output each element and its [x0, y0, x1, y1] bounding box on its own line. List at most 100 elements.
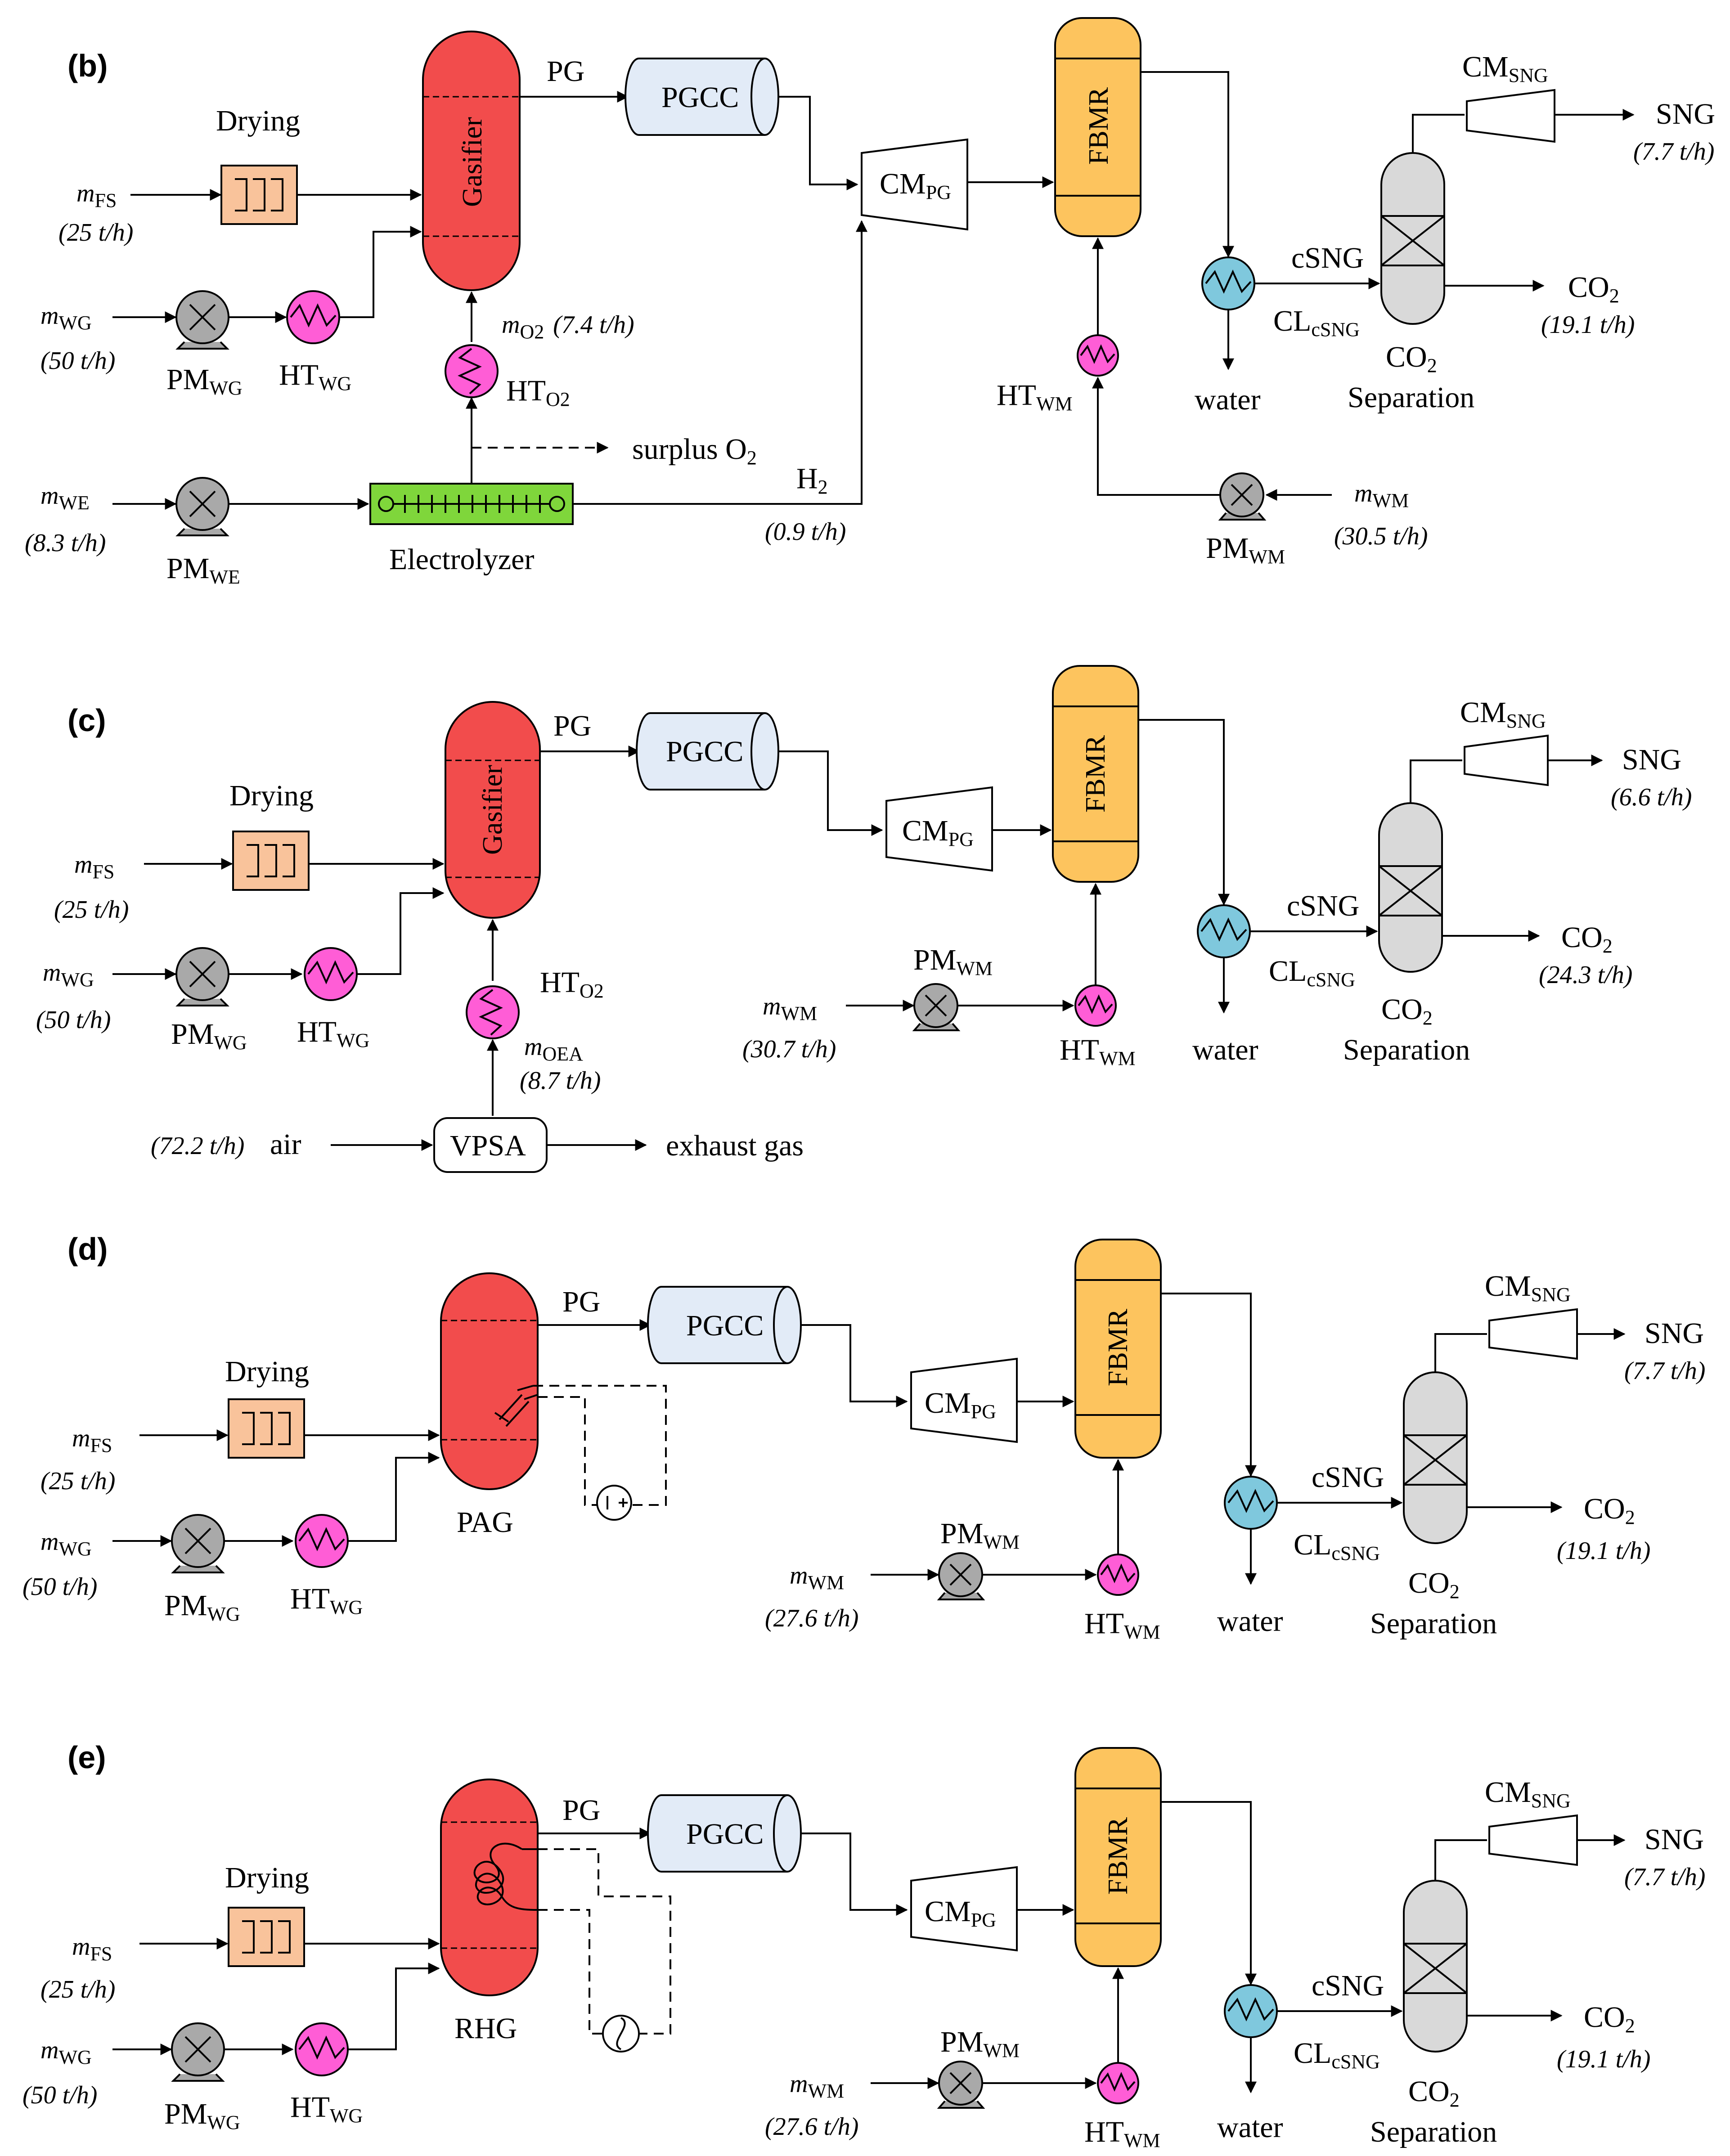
e-drying-unit	[228, 1907, 305, 1967]
d-ht-wm-label: HTWM	[1084, 1607, 1160, 1643]
d-co2-flow: (19.1 t/h)	[1557, 1537, 1650, 1565]
c-m-wm-label: mWM	[763, 993, 817, 1024]
e-pg-label: PG	[562, 1794, 600, 1827]
b-pgcc-label: PGCC	[661, 81, 739, 114]
e-pump-wm	[937, 2061, 985, 2109]
d-power-source-icon	[596, 1485, 632, 1521]
c-air-flow: (72.2 t/h)	[151, 1132, 244, 1160]
c-m-oea-flow: (8.7 t/h)	[520, 1067, 601, 1095]
e-ac-power-source-icon	[602, 2015, 640, 2053]
e-compressor-sng	[1488, 1814, 1578, 1866]
b-drying-label: Drying	[216, 104, 300, 137]
b-pm-we-label: PMWE	[166, 552, 240, 588]
d-pm-wm-label: PMWM	[940, 1517, 1020, 1553]
c-m-wg-label: mWG	[43, 959, 94, 991]
d-pg-label: PG	[562, 1285, 600, 1318]
e-fbmr-label: FBMR	[1103, 1817, 1133, 1895]
c-sep-label-1: CO2	[1381, 993, 1433, 1029]
c-exhaust-label: exhaust gas	[666, 1129, 804, 1162]
b-sep-label-1: CO2	[1386, 341, 1437, 377]
b-sng-flow: (7.7 t/h)	[1633, 138, 1714, 166]
b-water-label: water	[1195, 383, 1261, 416]
b-pgcc	[625, 58, 779, 136]
e-m-fs-flow: (25 t/h)	[40, 1976, 115, 2003]
e-pgcc-label: PGCC	[686, 1818, 764, 1851]
d-pgcc-label: PGCC	[686, 1309, 764, 1342]
panel-d: (d) Drying mFS (25 t/h) mWG (50 t/h) PMW…	[22, 1231, 1705, 1643]
c-pm-wm-label: PMWM	[913, 943, 993, 979]
c-heater-wm	[1074, 984, 1117, 1027]
d-co2-separation-column	[1403, 1371, 1468, 1544]
c-cooler	[1197, 904, 1251, 958]
e-csng-label: cSNG	[1312, 1969, 1384, 2002]
d-m-wm-flow: (27.6 t/h)	[765, 1604, 858, 1632]
panel-c-label: (c)	[67, 703, 106, 738]
c-pm-wg-label: PMWG	[171, 1018, 247, 1054]
e-pm-wg-label: PMWG	[164, 2098, 240, 2134]
b-csng-label: cSNG	[1291, 242, 1364, 274]
d-cl-label: CLcSNG	[1294, 1528, 1380, 1564]
d-cm-sng-label: CMSNG	[1485, 1270, 1571, 1306]
b-pump-wg	[175, 290, 229, 350]
e-water-label: water	[1217, 2111, 1283, 2144]
e-pump-wg	[171, 2022, 225, 2082]
b-heater-wm	[1077, 334, 1119, 377]
d-plasma-gasifier	[440, 1272, 539, 1490]
panel-b: (b) Drying mFS (25 t/h) mWG (50 t/h) PMW…	[25, 17, 1715, 588]
b-m-o2-label: mO2(7.4 t/h)	[502, 311, 634, 343]
c-drying-label: Drying	[229, 779, 314, 812]
c-gasifier	[445, 701, 541, 919]
d-sep-label-1: CO2	[1408, 1567, 1460, 1603]
e-cm-sng-label: CMSNG	[1485, 1776, 1571, 1812]
d-pump-wg	[171, 1514, 225, 1573]
e-resistance-heated-gasifier	[440, 1779, 539, 1996]
d-m-wg-flow: (50 t/h)	[22, 1573, 97, 1601]
d-compressor-pg	[910, 1357, 1018, 1443]
e-m-wm-label: mWM	[790, 2070, 844, 2102]
b-compressor-sng	[1466, 89, 1555, 143]
d-cm-pg-label: CMPG	[925, 1387, 996, 1423]
c-ht-wg-label: HTWG	[297, 1015, 369, 1051]
e-cm-pg-label: CMPG	[925, 1895, 996, 1931]
b-m-we-flow: (8.3 t/h)	[25, 529, 106, 557]
b-fbmr-label: FBMR	[1083, 87, 1114, 165]
c-sep-label-2: Separation	[1343, 1033, 1470, 1066]
c-co2-flow: (24.3 t/h)	[1539, 961, 1632, 989]
b-cm-pg-label: CMPG	[880, 167, 951, 203]
c-co2-separation-column	[1378, 802, 1443, 973]
b-pm-wm-label: PMWM	[1206, 532, 1285, 568]
c-m-oea-label: mOEA	[524, 1033, 583, 1065]
b-surplus-o2-label: surplus O2	[632, 433, 757, 469]
c-m-wg-flow: (50 t/h)	[36, 1006, 111, 1034]
d-m-fs-label: mFS	[72, 1424, 112, 1456]
d-pgcc	[647, 1286, 802, 1364]
c-m-fs-label: mFS	[74, 851, 114, 883]
e-m-wg-label: mWG	[40, 2036, 92, 2068]
e-sng-label: SNG	[1645, 1823, 1704, 1856]
d-heater-wm	[1097, 1554, 1139, 1596]
panel-d-label: (d)	[67, 1231, 108, 1267]
b-pm-wg-label: PMWG	[166, 363, 243, 399]
d-drying-label: Drying	[225, 1355, 309, 1388]
c-cm-pg-label: CMPG	[902, 814, 974, 850]
b-h2-flow: (0.9 t/h)	[765, 518, 846, 546]
panel-b-label: (b)	[67, 48, 108, 83]
e-drying-label: Drying	[225, 1861, 309, 1894]
e-reactor-label: RHG	[454, 2012, 517, 2045]
d-fbmr	[1074, 1239, 1162, 1459]
d-ht-wg-label: HTWG	[290, 1582, 363, 1618]
c-co2-label: CO2	[1561, 921, 1613, 957]
e-pgcc	[647, 1794, 802, 1873]
c-compressor-sng	[1464, 734, 1549, 786]
e-co2-label: CO2	[1584, 2001, 1635, 2037]
b-co2-flow: (19.1 t/h)	[1541, 311, 1635, 339]
b-ht-wg-label: HTWG	[279, 359, 351, 395]
b-electrolyzer-label: Electrolyzer	[389, 543, 534, 576]
c-drying-unit	[232, 831, 310, 891]
c-heater-o2	[466, 985, 520, 1039]
e-m-wg-flow: (50 t/h)	[22, 2081, 97, 2109]
d-fbmr-label: FBMR	[1103, 1308, 1133, 1386]
d-compressor-sng	[1488, 1308, 1578, 1360]
b-co2-separation-column	[1380, 152, 1445, 325]
